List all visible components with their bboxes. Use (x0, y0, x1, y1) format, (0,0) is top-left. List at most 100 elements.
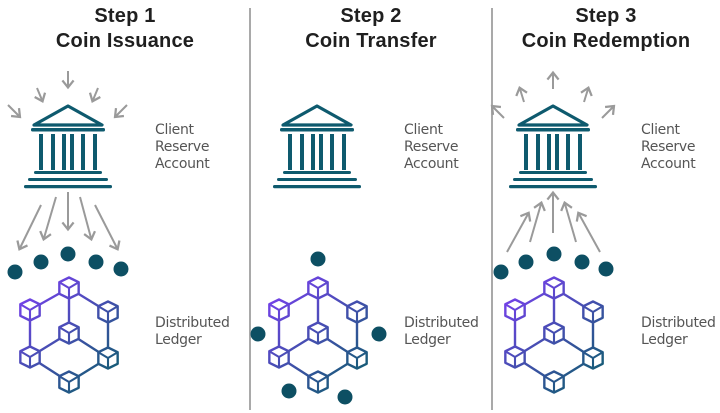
coin-icon (574, 254, 590, 270)
label-line: Account (155, 156, 210, 172)
arrow-icon (16, 204, 42, 251)
step-1-reserve-label: Client Reserve Account (155, 122, 210, 173)
coin-icon (113, 261, 129, 277)
coin-icon (371, 326, 387, 342)
bank-column (300, 134, 304, 170)
bank-column (311, 134, 315, 170)
bank-step (509, 185, 597, 189)
coin-icon (546, 246, 562, 262)
bank-step (513, 178, 593, 181)
arrow-icon (7, 104, 22, 119)
step-3-ledger-label: Distributed Ledger (641, 315, 716, 349)
bank-column (330, 134, 334, 170)
step-3-number: Step 3 (575, 5, 637, 27)
coin-icon (7, 264, 23, 280)
coin-icon (250, 326, 266, 342)
bank-column (62, 134, 66, 170)
bank-roof (281, 104, 353, 127)
step-2-bank-building-icon (273, 104, 361, 189)
bank-column (319, 134, 323, 170)
coin-icon (337, 389, 353, 405)
label-line: Client (155, 122, 194, 138)
step-1-bank-building-icon (24, 104, 112, 189)
coin-icon (493, 264, 509, 280)
bank-column (536, 134, 540, 170)
step-1-ledger-label: Distributed Ledger (155, 315, 230, 349)
bank-column (524, 134, 528, 170)
bank-step (34, 171, 102, 174)
arrow-icon (529, 200, 546, 243)
bank-step (28, 178, 108, 181)
step-1-name: Coin Issuance (55, 30, 195, 52)
step-2-title: Step 2 Coin Transfer (250, 4, 492, 54)
bank-column (70, 134, 74, 170)
bank-column (51, 134, 55, 170)
bank-column (39, 134, 43, 170)
label-line: Ledger (404, 332, 451, 348)
coin-icon (281, 383, 297, 399)
bank-column (547, 134, 551, 170)
arrow-icon (575, 211, 601, 253)
label-line: Distributed (404, 315, 479, 331)
label-line: Ledger (155, 332, 202, 348)
bank-entablature (516, 128, 590, 132)
step-2-ledger-label: Distributed Ledger (404, 315, 479, 349)
bank-column (555, 134, 559, 170)
arrow-icon (506, 211, 532, 253)
bank-entablature (31, 128, 105, 132)
step-2-reserve-label: Client Reserve Account (404, 122, 459, 173)
bank-step (24, 185, 112, 189)
bank-column (566, 134, 570, 170)
step-2-blockchain-network-icon (268, 276, 368, 394)
bank-column (81, 134, 85, 170)
arrow-icon (79, 196, 96, 242)
bank-column (342, 134, 346, 170)
label-line: Reserve (155, 139, 210, 155)
coin-icon (88, 254, 104, 270)
step-1-number: Step 1 (94, 5, 156, 27)
arrow-icon (601, 104, 616, 119)
bank-entablature (280, 128, 354, 132)
step-3-name: Coin Redemption (521, 30, 691, 52)
bank-step (283, 171, 351, 174)
arrow-icon (490, 104, 505, 119)
arrow-icon (88, 87, 101, 103)
coin-icon (60, 246, 76, 262)
label-line: Distributed (641, 315, 716, 331)
step-2-name: Coin Transfer (305, 30, 437, 52)
divider-1 (249, 8, 251, 410)
step-3-title: Step 3 Coin Redemption (492, 4, 720, 54)
coin-icon (518, 254, 534, 270)
coin-icon (598, 261, 614, 277)
bank-step (273, 185, 361, 189)
bank-roof (517, 104, 589, 127)
label-line: Client (404, 122, 443, 138)
step-3-blockchain-network-icon (504, 276, 604, 394)
label-line: Ledger (641, 332, 688, 348)
arrow-icon (515, 85, 528, 103)
arrow-icon (34, 87, 47, 103)
bank-column (578, 134, 582, 170)
bank-step (519, 171, 587, 174)
divider-2 (491, 8, 493, 410)
label-line: Reserve (641, 139, 696, 155)
bank-column (288, 134, 292, 170)
step-1-title: Step 1 Coin Issuance (0, 4, 250, 54)
label-line: Client (641, 122, 680, 138)
coin-icon (310, 251, 326, 267)
arrow-icon (580, 85, 593, 103)
arrow-icon (39, 196, 57, 242)
label-line: Reserve (404, 139, 459, 155)
arrow-icon (113, 104, 128, 119)
bank-column (93, 134, 97, 170)
label-line: Distributed (155, 315, 230, 331)
label-line: Account (641, 156, 696, 172)
label-line: Account (404, 156, 459, 172)
step-2-number: Step 2 (340, 5, 402, 27)
arrow-icon (560, 200, 577, 243)
step-3-reserve-label: Client Reserve Account (641, 122, 696, 173)
step-3-bank-building-icon (509, 104, 597, 189)
step-1-blockchain-network-icon (19, 276, 119, 394)
bank-step (277, 178, 357, 181)
